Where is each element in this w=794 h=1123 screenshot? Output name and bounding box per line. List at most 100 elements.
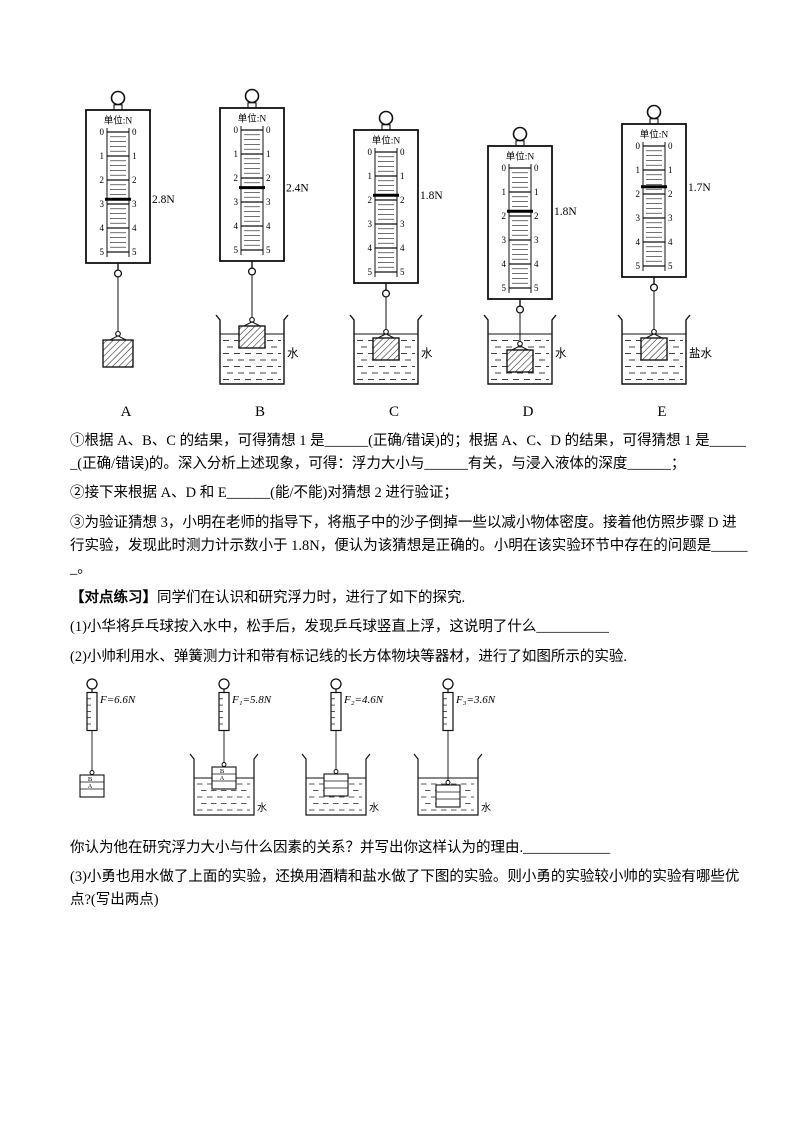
reading-label: F₃=3.6N	[455, 694, 496, 706]
svg-text:3: 3	[100, 199, 105, 209]
question-text-block-2: 你认为他在研究浮力大小与什么因素的关系？并写出你这样认为的理由.________…	[70, 837, 748, 913]
practice-question-2: (2)小帅利用水、弹簧测力计和带有标记线的长方体物块等器材，进行了如图所示的实验…	[70, 648, 628, 665]
svg-text:0: 0	[636, 141, 641, 151]
svg-text:2: 2	[100, 175, 105, 185]
liquid-label: 水	[369, 802, 379, 814]
question-2: ②接下来根据 A、D 和 E______(能/不能)对猜想 2 进行验证；	[70, 485, 458, 502]
svg-text:2: 2	[400, 195, 405, 205]
small-spring-scale-3: F₂=4.6N 水	[301, 678, 384, 816]
liquid-label: 水	[421, 347, 433, 360]
ring-icon	[110, 90, 126, 106]
svg-text:3: 3	[636, 213, 641, 223]
svg-text:3: 3	[132, 199, 137, 209]
svg-text:0: 0	[668, 141, 673, 151]
reading-label: 2.4N	[286, 183, 309, 195]
unit-label: 单位:N	[104, 115, 133, 127]
reading-label: 2.8N	[152, 194, 175, 206]
question-1: ①根据 A、B、C 的结果，可得猜想 1 是______(正确/错误)的；根据 …	[70, 433, 746, 473]
practice-header-line: 【对点练习】同学们在认识和研究浮力时，进行了如下的探究.	[70, 587, 748, 610]
setup-label: D	[522, 404, 534, 420]
svg-text:5: 5	[502, 283, 507, 293]
block: BA	[79, 769, 105, 798]
svg-text:2: 2	[502, 211, 507, 221]
block	[640, 328, 668, 361]
svg-text:0: 0	[502, 163, 507, 173]
svg-text:3: 3	[234, 197, 239, 207]
svg-text:4: 4	[234, 221, 239, 231]
practice-question-3: (3)小勇也用水做了上面的实验，还换用酒精和盐水做了下图的实验。则小勇的实验较小…	[70, 868, 740, 909]
unit-label: 单位:N	[506, 151, 535, 163]
liquid-label: 水	[287, 347, 299, 360]
reading-label: 1.7N	[688, 182, 711, 194]
svg-text:0: 0	[100, 127, 105, 137]
unit-label: 单位:N	[372, 135, 401, 147]
svg-text:5: 5	[636, 261, 641, 271]
ring-icon	[218, 678, 230, 690]
hook-icon	[515, 305, 525, 314]
small-spring-scale-1: F=6.6N BA	[79, 678, 136, 798]
block-mark-label: B	[88, 776, 93, 783]
question-3: ③为验证猜想 3，小明在老师的指导下，将瓶子中的沙子倒掉一些以减小物体密度。接着…	[70, 514, 748, 577]
reading-label: F₂=4.6N	[343, 694, 384, 706]
beaker	[215, 314, 289, 385]
block	[372, 328, 400, 361]
svg-text:2: 2	[234, 173, 239, 183]
svg-text:0: 0	[368, 147, 373, 157]
question-text-block: ①根据 A、B、C 的结果，可得猜想 1 是______(正确/错误)的；根据 …	[70, 430, 748, 669]
unit-label: 单位:N	[640, 129, 669, 141]
ring-icon	[330, 678, 342, 690]
svg-text:1: 1	[100, 151, 105, 161]
hook-icon	[381, 289, 391, 298]
svg-text:2: 2	[368, 195, 373, 205]
setup-label: B	[254, 404, 265, 420]
reading-label: 1.8N	[420, 190, 443, 202]
hook-icon	[649, 283, 659, 292]
svg-text:5: 5	[132, 247, 137, 257]
svg-text:5: 5	[400, 267, 405, 277]
svg-text:4: 4	[534, 259, 539, 269]
svg-text:1: 1	[234, 149, 239, 159]
block	[102, 330, 134, 368]
block	[323, 768, 349, 797]
block: BA	[211, 761, 237, 790]
svg-text:0: 0	[534, 163, 539, 173]
svg-text:4: 4	[100, 223, 105, 233]
scale-body	[86, 678, 98, 731]
svg-text:5: 5	[534, 283, 539, 293]
svg-text:0: 0	[234, 125, 239, 135]
setup-label: E	[657, 404, 667, 420]
block-mark-label: A	[220, 775, 225, 782]
svg-text:4: 4	[400, 243, 405, 253]
liquid-label: 水	[555, 347, 567, 360]
reading-label: 1.8N	[554, 206, 577, 218]
svg-text:4: 4	[502, 259, 507, 269]
setup-label: C	[388, 404, 399, 420]
svg-text:5: 5	[100, 247, 105, 257]
svg-text:3: 3	[368, 219, 373, 229]
svg-text:0: 0	[400, 147, 405, 157]
svg-text:4: 4	[266, 221, 271, 231]
ring-icon	[244, 88, 260, 104]
block	[506, 340, 534, 373]
practice-intro: 同学们在认识和研究浮力时，进行了如下的探究.	[157, 590, 466, 607]
practice-question-2-followup: 你认为他在研究浮力大小与什么因素的关系？并写出你这样认为的理由.________…	[70, 839, 611, 856]
svg-text:3: 3	[502, 235, 507, 245]
svg-text:2: 2	[534, 211, 539, 221]
scale-body	[218, 678, 230, 731]
svg-text:1: 1	[266, 149, 271, 159]
reading-label: F=6.6N	[99, 694, 136, 706]
